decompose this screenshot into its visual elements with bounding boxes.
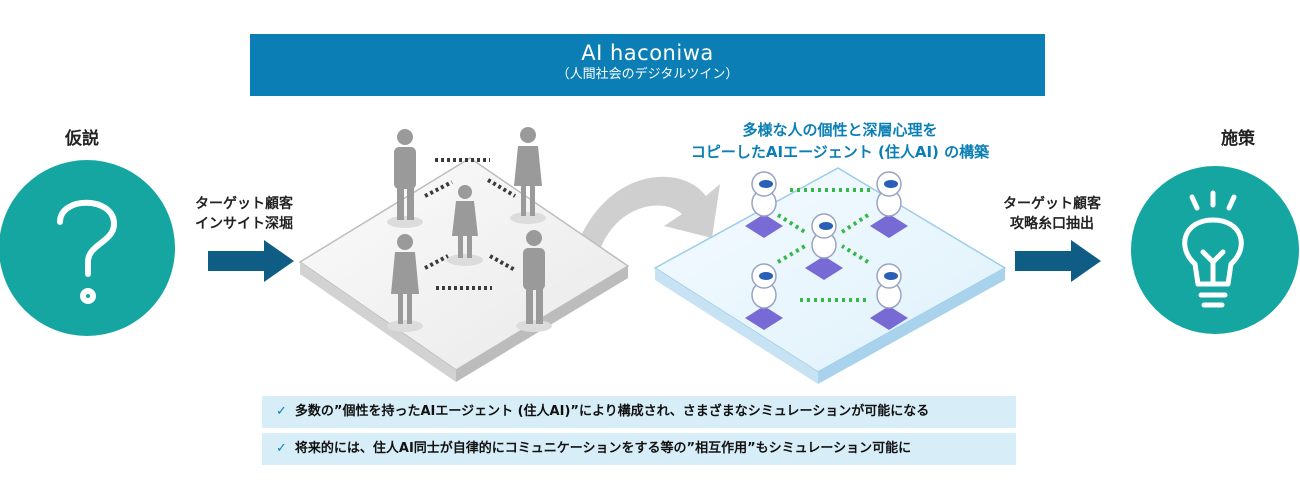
- check-icon: ✓: [276, 404, 287, 419]
- check-icon: ✓: [276, 441, 287, 456]
- insight-line1: ターゲット顧客: [195, 196, 293, 212]
- human-platform: [298, 127, 630, 382]
- measures-label: 施策: [1221, 129, 1255, 149]
- ai-platform: [653, 167, 1007, 384]
- hypothesis-label: 仮説: [65, 129, 99, 149]
- measures-circle: [1131, 166, 1299, 334]
- robot-3: [805, 213, 843, 280]
- people-silhouettes: [387, 127, 552, 332]
- person-1: [387, 129, 423, 228]
- robot-1: [745, 171, 783, 238]
- person-2: [510, 127, 546, 224]
- strategy-arrow: [1015, 240, 1101, 282]
- agent-links: [776, 188, 870, 302]
- note-2-text: 将来的には、住人AI同士が自律的にコミュニケーションをする等の”相互作用”もシミ…: [294, 441, 912, 456]
- insight-arrow: [208, 240, 294, 282]
- hypothesis-circle: [0, 160, 175, 336]
- person-3: [447, 185, 483, 266]
- person-5: [516, 230, 552, 332]
- robot-4: [745, 263, 783, 330]
- lightbulb-icon: [1182, 190, 1244, 308]
- person-4: [387, 234, 423, 332]
- ai-agents-title-line2: コピーしたAIエージェント (住人AI) の構築: [690, 143, 990, 161]
- robot-2: [870, 171, 908, 238]
- robot-5: [870, 263, 908, 330]
- note-1: ✓ 多数の”個性を持ったAIエージェント (住人AI)”により構成され、さまざまな…: [262, 396, 1016, 428]
- insight-step-label: ターゲット顧客 インサイト深堀: [174, 194, 314, 234]
- strategy-line2: 攻略糸口抽出: [1010, 216, 1094, 232]
- transition-arrow: [580, 176, 720, 250]
- banner-title: AI haconiwa: [581, 41, 714, 65]
- strategy-step-label: ターゲット顧客 攻略糸口抽出: [982, 194, 1122, 234]
- banner-subtitle: （人間社会のデジタルツイン）: [556, 67, 739, 82]
- strategy-line1: ターゲット顧客: [1003, 196, 1101, 212]
- ai-agents-title-line1: 多様な人の個性と深層心理を: [742, 121, 938, 139]
- note-2: ✓ 将来的には、住人AI同士が自律的にコミュニケーションをする等の”相互作用”もシ…: [262, 433, 1016, 465]
- question-mark-icon: [57, 199, 118, 304]
- note-1-text: 多数の”個性を持ったAIエージェント (住人AI)”により構成され、さまざまなシ…: [294, 404, 930, 419]
- ai-agents-title: 多様な人の個性と深層心理を コピーしたAIエージェント (住人AI) の構築: [660, 119, 1020, 163]
- ai-robots: [745, 171, 908, 330]
- insight-line2: インサイト深堀: [195, 216, 293, 232]
- title-banner: AI haconiwa （人間社会のデジタルツイン）: [250, 34, 1045, 96]
